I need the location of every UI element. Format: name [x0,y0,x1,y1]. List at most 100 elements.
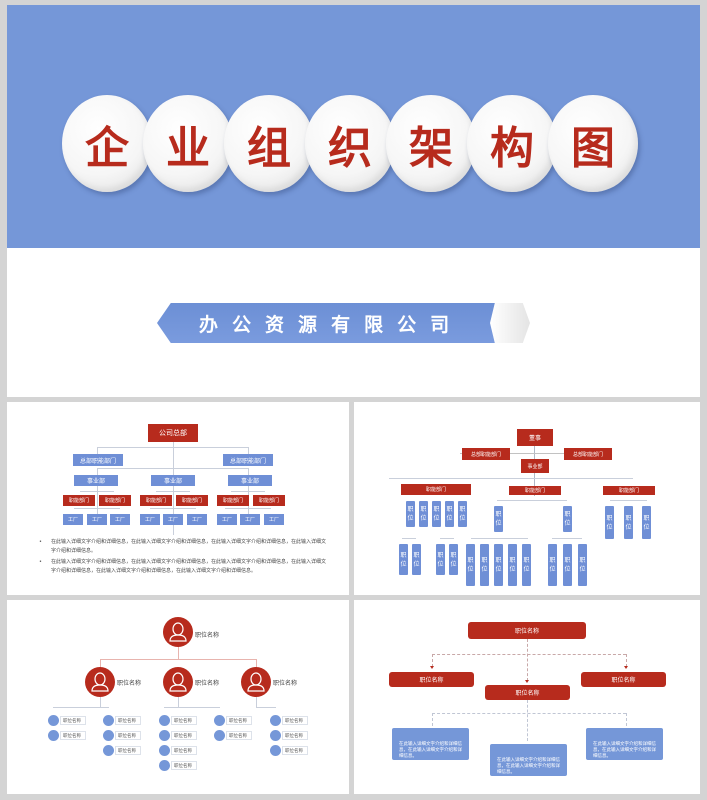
company-char: 资 [265,313,285,336]
company-name-ribbon: 办 公 资 源 有 限 公 司 [157,303,502,343]
connector-line [256,697,257,707]
position-name-label: 职位名称 [117,680,142,687]
function-dept-box: 职能部门 [63,495,95,506]
arrow-down-icon [624,666,628,669]
member-label: 职位名称 [282,731,308,740]
connector-line [97,447,98,455]
person-avatar-icon [85,667,115,697]
position-box: 职位 [436,544,445,575]
title-char-circle: 企 [62,95,152,192]
member-label: 职位名称 [60,731,86,740]
function-dept-box: 职能部门 [401,484,471,495]
connector-line [100,659,256,660]
info-text-box: 在此输入详细文字介绍和详细信息，在此输入详细文字介绍和详细信息。 [392,728,469,760]
dashed-connector [527,639,528,681]
function-dept-box: 职能部门 [217,495,249,506]
connector-line [97,447,248,448]
member-label: 职位名称 [171,716,197,725]
member-dot-icon [159,715,170,726]
member-dot-icon [214,730,225,741]
position-name-label: 职位名称 [195,632,220,639]
position-box: 职位 [494,544,503,586]
factory-box: 工厂 [140,514,160,525]
title-char-circle: 组 [224,95,314,192]
company-char: 公 [397,313,417,336]
org-chart-slide-1[interactable]: 公司总部 总部职能部门 总部职能部门 事业部 职能部门 职能部门 工厂 工厂 工… [7,402,349,595]
connector-line [389,478,633,479]
connector-line [610,500,647,501]
member-label: 职位名称 [171,761,197,770]
person-avatar-icon [163,667,193,697]
dashed-connector [626,713,627,726]
connector-line [248,468,249,476]
dashed-connector [626,654,627,667]
hq-box: 公司总部 [148,424,198,442]
description-bullets: 在此输入详细文字介绍和详细信息，在此输入详细文字介绍和详细信息，在此输入详细文字… [37,538,327,578]
member-dot-icon [48,715,59,726]
member-dot-icon [214,715,225,726]
connector-line [97,468,98,476]
position-box: 职位 [458,501,467,527]
connector-line [248,447,249,455]
position-box: 职位 [624,506,633,539]
arrow-down-icon [430,666,434,669]
position-box: 职位 [548,544,557,586]
top-position-box: 职位名称 [468,622,586,639]
function-dept-box: 职能部门 [99,495,131,506]
position-box: 职位 [406,501,415,527]
ribbon-hexagon-cap [490,303,530,343]
arrow-down-icon [525,680,529,683]
title-char-circle: 架 [386,95,476,192]
connector-line [173,486,174,516]
connector-line [97,486,98,516]
connector-line [225,508,271,509]
member-label: 职位名称 [171,746,197,755]
title-char-circle: 图 [548,95,638,192]
position-box: 职位 [563,544,572,586]
factory-box: 工厂 [240,514,260,525]
person-avatar-icon [163,617,193,647]
factory-box: 工厂 [63,514,83,525]
position-box: 职位 [605,506,614,539]
factory-box: 工厂 [187,514,207,525]
dotted-connector [460,453,606,454]
bullet-item: 在此输入详细文字介绍和详细信息，在此输入详细文字介绍和详细信息，在此输入详细文字… [37,538,327,556]
connector-line [231,491,265,492]
position-box: 职位 [466,544,475,586]
member-dot-icon [159,730,170,741]
position-box: 职位名称 [581,672,666,687]
dashed-connector [432,713,433,726]
org-chart-slide-3[interactable]: 职位名称 职位名称 职位名称 职位名称 职位名称 职位名称 职位名称 职位名称 … [7,600,349,794]
connector-line [156,491,190,492]
connector-line [178,697,179,707]
title-char-circle: 织 [305,95,395,192]
company-char: 办 [199,313,219,336]
dashed-connector [432,654,626,655]
connector-line [53,707,109,708]
connector-line [256,659,257,669]
function-dept-box: 职能部门 [603,486,655,495]
division-box: 事业部 [228,475,272,486]
org-chart-slide-2[interactable]: 董事 总部职能部门 总部职能部门 事业部 职能部门 职能部门 职能部门 职位 职… [354,402,700,595]
member-label: 职位名称 [282,746,308,755]
info-text-box: 在此输入详细文字介绍和详细信息，在此输入详细文字介绍和详细信息。 [490,744,567,776]
org-chart-slide-4[interactable]: 职位名称 职位名称 职位名称 职位名称 在此输入详细文字介绍和详细信息，在此输入… [354,600,700,794]
member-dot-icon [159,760,170,771]
board-box: 董事 [517,429,553,446]
member-label: 职位名称 [115,731,141,740]
member-dot-icon [103,745,114,756]
division-box: 事业部 [151,475,195,486]
hq-function-dept-box: 总部职能部门 [462,448,510,460]
title-slide-thumbnail[interactable]: 企 业 组 织 架 构 图 办 公 资 源 有 限 公 司 [7,5,700,397]
function-dept-box: 职能部门 [253,495,285,506]
connector-line [552,538,582,539]
position-name-label: 职位名称 [195,680,220,687]
connector-line [100,659,101,669]
position-box: 职位 [432,501,441,527]
position-box: 职位 [449,544,458,575]
member-dot-icon [103,715,114,726]
division-box: 事业部 [74,475,118,486]
company-char: 限 [364,313,384,336]
hq-function-dept-box: 总部职能部门 [73,454,123,466]
connector-line [164,707,220,708]
